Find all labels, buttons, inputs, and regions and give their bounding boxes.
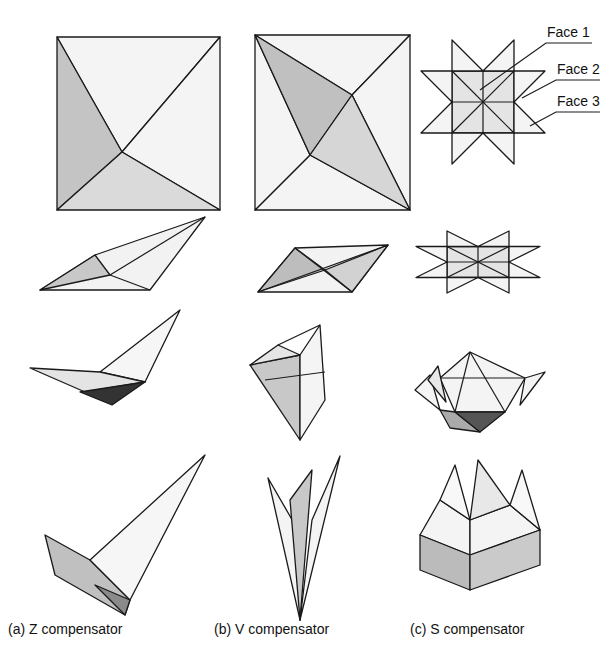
s-folded	[420, 460, 540, 590]
face-label: Face 2	[557, 61, 600, 78]
v-folded	[268, 456, 340, 620]
face-label: Face 3	[557, 93, 600, 110]
caption-label: (b) V compensator	[214, 621, 329, 638]
face-label: Face 1	[547, 24, 590, 41]
caption-label: (c) S compensator	[410, 621, 524, 638]
z-half-fold	[30, 310, 180, 405]
s-flat-fold	[416, 231, 540, 293]
v-flat-fold	[258, 245, 388, 292]
z-flat-fold	[40, 217, 205, 290]
v-half-fold	[250, 325, 325, 440]
z-crease-pattern	[57, 37, 220, 210]
leader-line	[480, 43, 600, 126]
z-folded	[45, 455, 205, 615]
s-half-fold	[415, 352, 545, 432]
s-crease-pattern	[421, 40, 545, 164]
caption-label: (a) Z compensator	[8, 621, 122, 638]
v-crease-pattern	[255, 35, 410, 210]
